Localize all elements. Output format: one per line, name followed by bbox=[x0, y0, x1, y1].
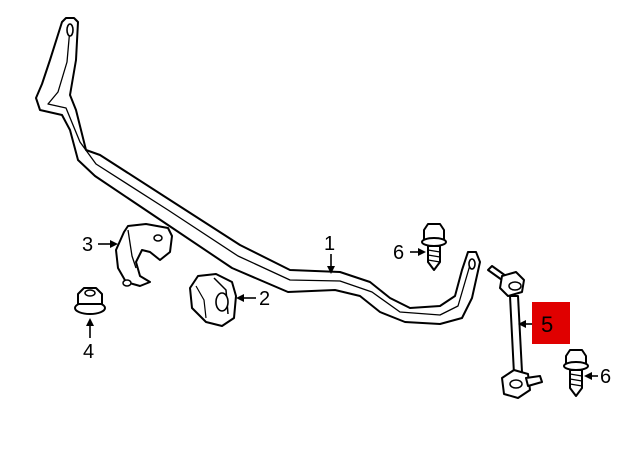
stabilizer-bracket bbox=[115, 223, 173, 287]
callout-1: 1 bbox=[324, 233, 335, 255]
callout-6-upper: 6 bbox=[393, 242, 404, 264]
bolt-lower bbox=[563, 349, 589, 397]
flange-nut bbox=[74, 287, 106, 315]
callout-5: 5 bbox=[541, 312, 553, 337]
stabilizer-bushing bbox=[189, 273, 237, 327]
stabilizer-bar bbox=[35, 17, 481, 325]
callout-3: 3 bbox=[82, 234, 93, 256]
callout-6-lower: 6 bbox=[600, 366, 611, 388]
highlight-box bbox=[532, 302, 570, 344]
stabilizer-link bbox=[487, 265, 543, 399]
callout-2: 2 bbox=[259, 288, 270, 310]
callout-4: 4 bbox=[83, 341, 94, 363]
leader-arrows bbox=[86, 240, 598, 380]
bolt-upper bbox=[421, 223, 447, 271]
